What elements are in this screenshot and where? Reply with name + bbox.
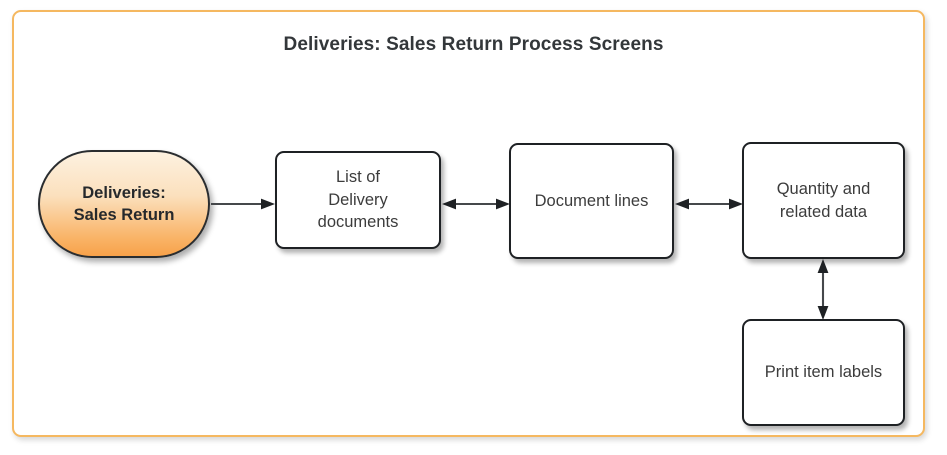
arrowhead-right-icon — [261, 198, 275, 210]
node-print-item-labels[interactable]: Print item labels — [742, 319, 905, 426]
arrowhead-left-icon — [675, 198, 689, 210]
arrowhead-right-icon — [496, 198, 510, 210]
node-deliveries-sales-return[interactable]: Deliveries: Sales Return — [38, 150, 210, 258]
arrowhead-down-icon — [817, 306, 829, 320]
connector-list-to-lines — [441, 194, 511, 214]
arrowhead-up-icon — [817, 259, 829, 273]
connector-quantity-to-labels — [813, 258, 833, 321]
node-list-of-delivery-documents[interactable]: List of Delivery documents — [275, 151, 441, 249]
connector-start-to-list — [211, 194, 277, 214]
arrowhead-right-icon — [729, 198, 743, 210]
node-quantity-and-related-data[interactable]: Quantity and related data — [742, 142, 905, 259]
arrowhead-left-icon — [442, 198, 456, 210]
connector-lines-to-quantity — [674, 194, 744, 214]
diagram-title: Deliveries: Sales Return Process Screens — [283, 34, 664, 55]
node-document-lines[interactable]: Document lines — [509, 143, 674, 259]
